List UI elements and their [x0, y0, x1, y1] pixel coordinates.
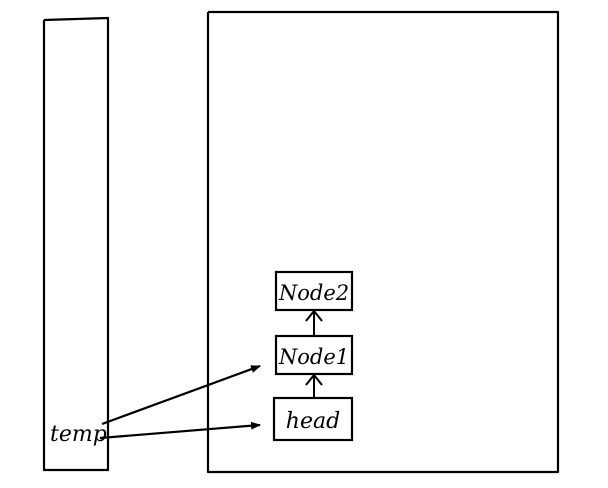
link-arrow-node1-to-node2 — [305, 309, 323, 336]
node-head-label: head — [286, 409, 340, 434]
pointer-arrow-temp-to-node1 — [101, 364, 261, 426]
node-head: head — [272, 396, 354, 442]
stack-panel — [42, 16, 110, 472]
temp-variable-label: temp — [50, 422, 107, 447]
heap-panel — [206, 10, 560, 474]
node-node2: Node2 — [274, 270, 354, 312]
pointer-arrow-temp-to-head — [99, 421, 261, 440]
node-node1: Node1 — [274, 334, 354, 376]
link-arrow-head-to-node1 — [305, 373, 323, 398]
node-node1-label: Node1 — [278, 345, 349, 369]
node-node2-label: Node2 — [278, 281, 349, 305]
